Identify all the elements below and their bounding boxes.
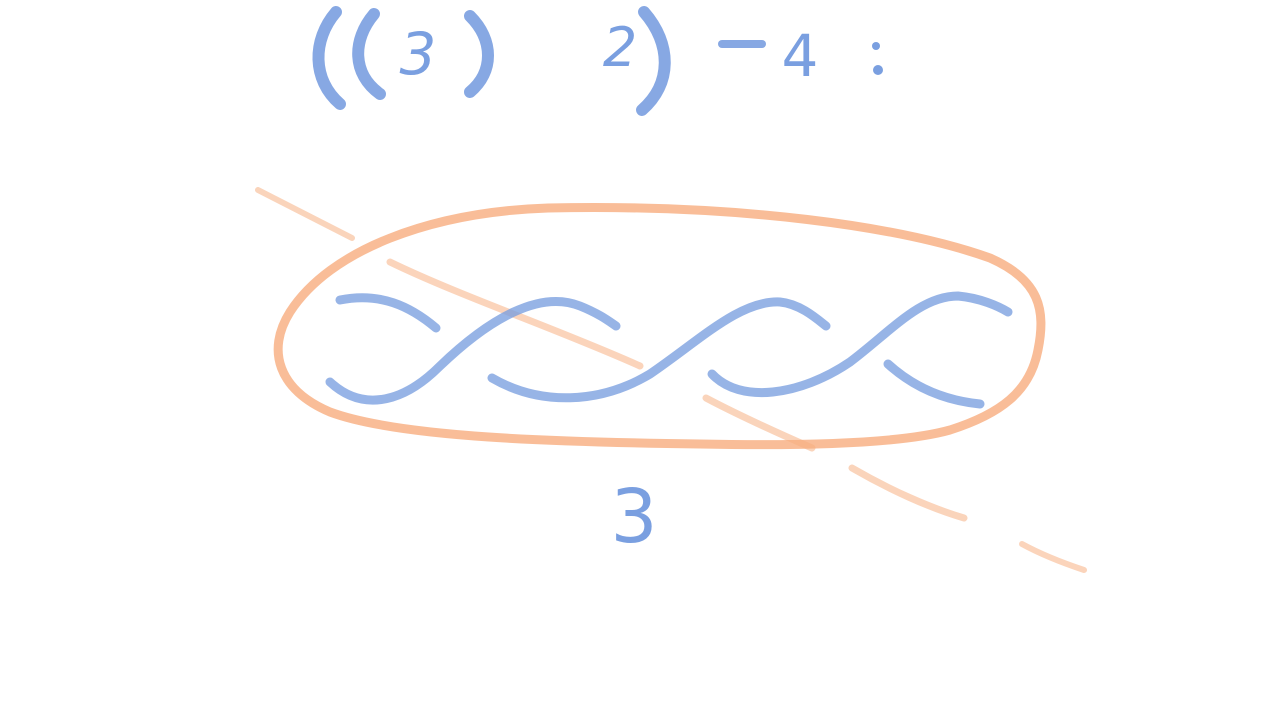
strand-segment [335, 293, 441, 333]
conway-notation-formula: 3 2 4 [312, 6, 883, 116]
inner-close-paren [464, 10, 494, 98]
formula-colon-top [872, 42, 880, 50]
formula-number-4: 4 [782, 22, 819, 90]
formula-number-3: 3 [400, 20, 437, 88]
outer-open-paren [312, 6, 346, 110]
strand-segment [325, 297, 621, 405]
twisted-strands [325, 291, 1013, 409]
strand-segment [883, 359, 985, 409]
twist-count-label: 3 [610, 474, 657, 560]
strand-segment [487, 297, 831, 403]
outer-close-paren [636, 6, 671, 116]
formula-number-2: 2 [603, 16, 637, 79]
strand-segment [707, 291, 1013, 397]
orange-tangle-circle [273, 203, 1046, 450]
inner-open-paren [352, 8, 386, 100]
formula-colon-bottom [873, 65, 883, 75]
